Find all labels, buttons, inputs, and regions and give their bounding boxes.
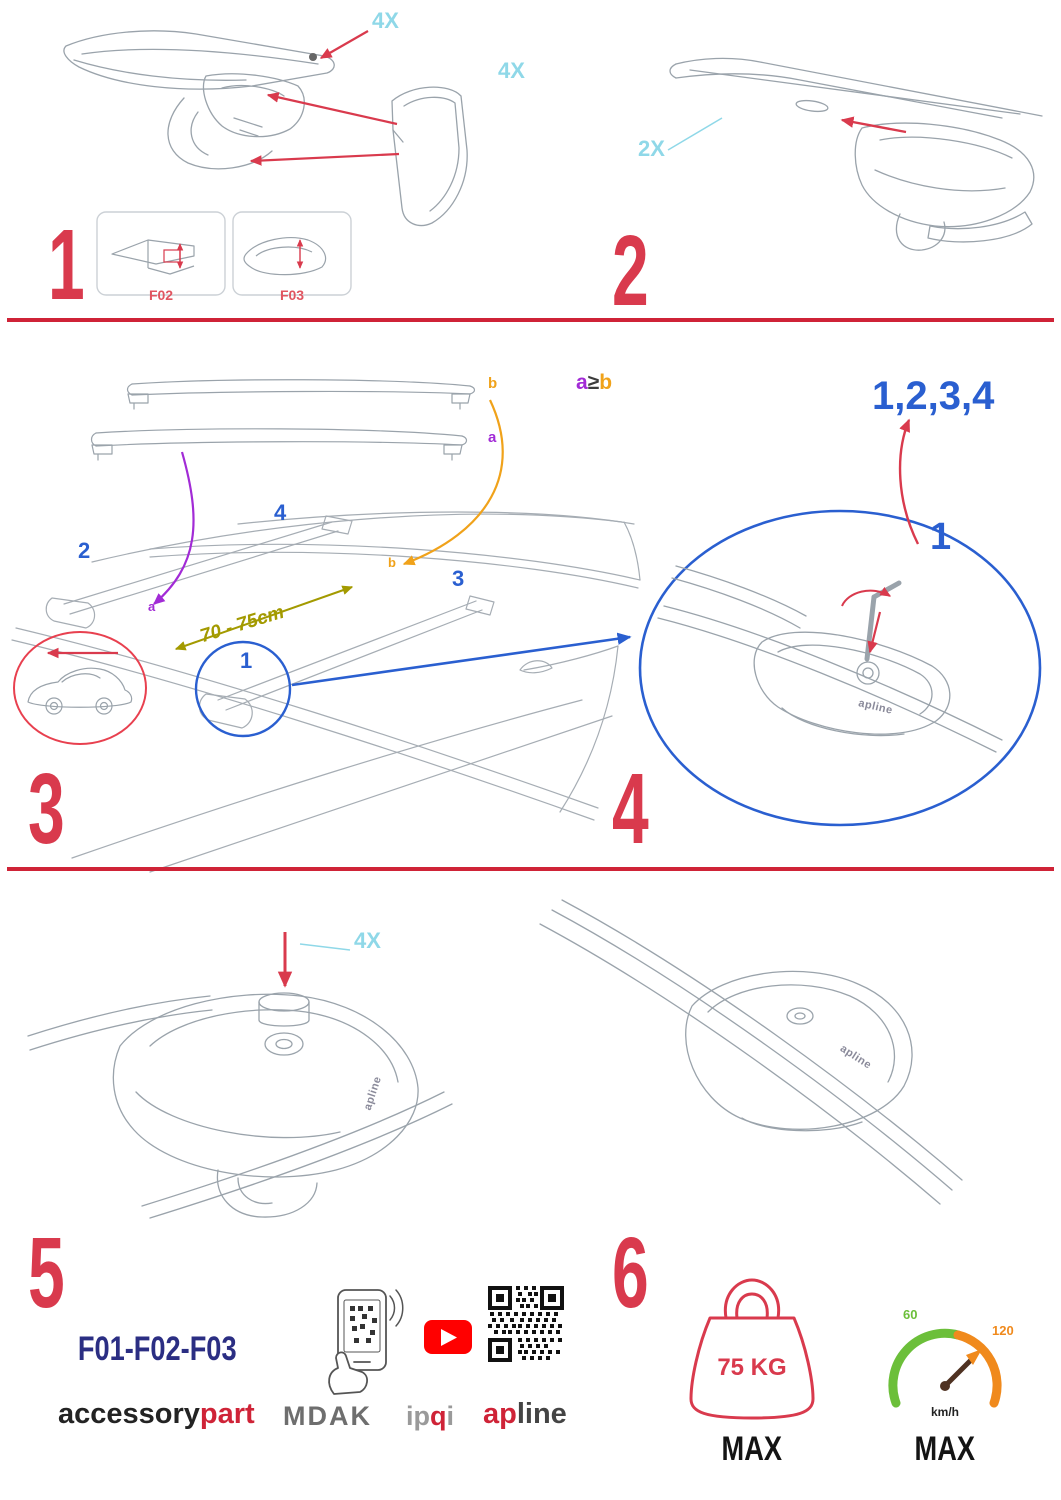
speed-max-label: MAX — [884, 1432, 1006, 1466]
step4-order-arrow — [898, 418, 920, 545]
speed-high-label: 120 — [992, 1323, 1014, 1338]
step1-part-f02-label: F02 — [148, 287, 174, 303]
brand-accessory-text: accessory — [58, 1398, 200, 1430]
step3-distance-arrow — [174, 585, 354, 651]
step3-car-inset — [13, 631, 147, 745]
step3-callout-circle — [194, 640, 292, 738]
step5-qty-leader — [299, 943, 351, 951]
step5-mounted-drawing — [539, 899, 963, 1205]
brand-ipqi-q: q — [430, 1401, 447, 1431]
weight-value: 75 KG — [717, 1354, 787, 1381]
youtube-icon — [424, 1320, 472, 1354]
phone-scan-icon — [328, 1289, 404, 1395]
weight-icon — [689, 1278, 815, 1420]
step2-qty-label: 2X — [638, 136, 665, 161]
step1-number: 1 — [48, 209, 85, 321]
step1-qty-side-label: 4X — [498, 58, 525, 83]
brand-apline-line: line — [516, 1398, 567, 1430]
step4-zoom-drawing — [638, 509, 1042, 827]
step3-car-roof-drawing — [11, 511, 641, 873]
step2-arrow — [840, 116, 907, 134]
weight-max-text: MAX — [721, 1430, 783, 1468]
speed-low-label: 60 — [903, 1307, 918, 1322]
step3-position-1: 1 — [240, 648, 253, 673]
speed-unit-label: km/h — [930, 1405, 959, 1419]
step1-qty-top-label: 4X — [372, 8, 399, 33]
step3-number: 3 — [28, 753, 65, 865]
step1-part-boxes — [96, 211, 352, 296]
step6-number: 6 — [612, 1217, 649, 1329]
step3-purple-curve — [153, 451, 195, 605]
step3-callout-arrow — [291, 632, 632, 687]
step5-number: 5 — [28, 1217, 65, 1329]
brand-ipqi-pre: ip — [406, 1401, 430, 1431]
step3-rule-label: a≥b — [576, 372, 612, 393]
section-divider-bottom — [7, 867, 1054, 871]
step1-arrows — [249, 30, 400, 166]
brand-accessorypart: accessorypart — [58, 1400, 255, 1429]
weight-max-label: MAX — [691, 1432, 813, 1466]
step3-position-3: 3 — [452, 566, 465, 591]
step1-assembly-drawing — [63, 30, 335, 170]
step3-bar-b-label: b — [488, 375, 498, 392]
brand-mdak: MDAK — [283, 1401, 372, 1431]
step3-position-4: 4 — [274, 500, 287, 525]
step3-orange-curve — [402, 399, 504, 566]
step3-roof-a-label: a — [148, 599, 156, 614]
brand-apline-ap: ap — [483, 1398, 517, 1430]
step4-number: 4 — [612, 753, 649, 865]
speed-max-text: MAX — [914, 1430, 976, 1468]
step2-bar-drawing — [669, 57, 1043, 251]
rule-b: b — [599, 371, 613, 394]
step3-position-2: 2 — [78, 538, 91, 563]
step1-part-f03-label: F03 — [279, 287, 305, 303]
step1-cover-drawing — [391, 86, 468, 227]
qr-code — [488, 1286, 564, 1362]
step5-press-drawing — [27, 992, 453, 1219]
rule-op: ≥ — [587, 371, 600, 394]
step2-number: 2 — [612, 215, 649, 327]
product-codes: F01-F02-F03 — [58, 1332, 256, 1366]
brand-ipqi-post: i — [446, 1401, 455, 1431]
step4-order-label: 1,2,3,4 — [872, 374, 995, 418]
speedometer-icon — [888, 1328, 1002, 1408]
brand-apline: apline — [483, 1400, 567, 1429]
brand-ipqi: ipqi — [406, 1403, 454, 1430]
step3-crossbars-drawing — [90, 379, 476, 461]
step3-bar-a-label: a — [488, 429, 497, 446]
step5-qty-label: 4X — [354, 928, 381, 953]
step4-start-label: 1 — [930, 516, 952, 558]
step3-roof-b-label: b — [388, 555, 396, 570]
rule-a: a — [576, 371, 588, 394]
step2-qty-leader — [667, 117, 723, 151]
brand-part-text: part — [199, 1398, 255, 1430]
section-divider-top — [7, 318, 1054, 322]
product-codes-text: F01-F02-F03 — [77, 1330, 237, 1368]
